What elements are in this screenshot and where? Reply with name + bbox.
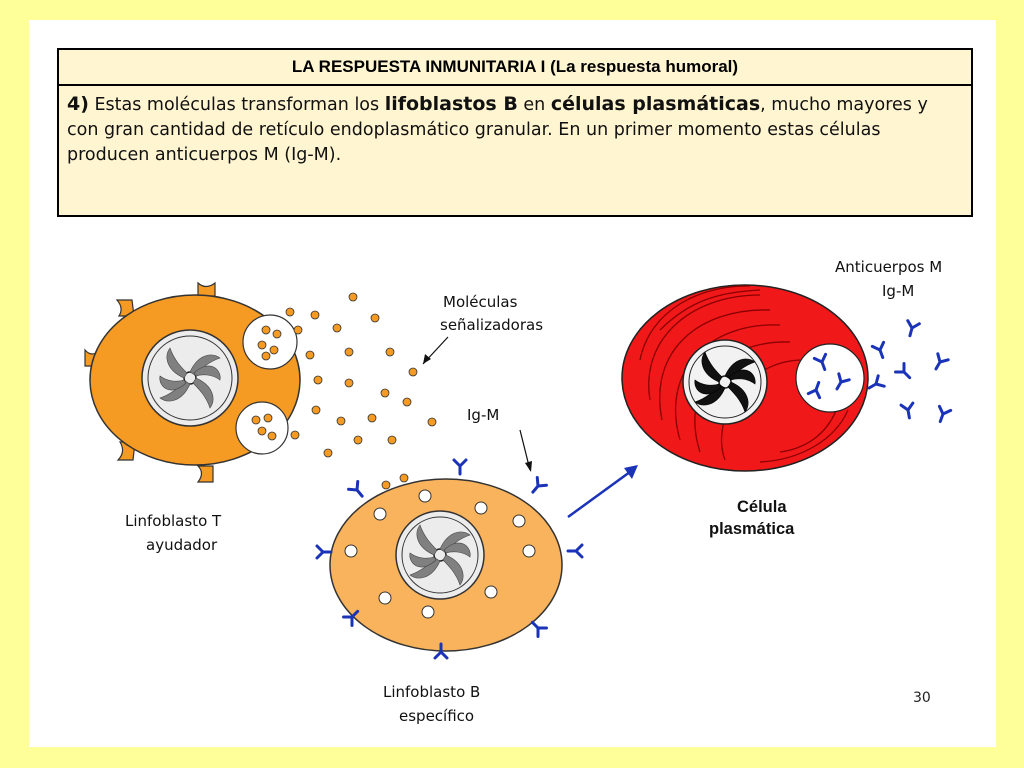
body-bold-term: lifoblastos B (384, 93, 518, 115)
slide-body-text: 4) Estas moléculas transforman los lifob… (59, 86, 971, 168)
secreted-antibody-icons (864, 319, 953, 426)
b-cell-label-2: específico (399, 707, 474, 725)
point-number: 4) (67, 93, 89, 115)
t-helper-lymphoblast (84, 281, 301, 483)
signal-molecules-label-1: Moléculas (443, 293, 518, 311)
plasma-cell-label-1: Célula (737, 498, 787, 516)
body-bold-term: células plasmáticas (550, 93, 761, 115)
t-cell-label-2: ayudador (146, 536, 218, 554)
header-box: LA RESPUESTA INMUNITARIA I (La respuesta… (57, 48, 973, 217)
plasma-cell (621, 284, 869, 472)
signal-molecules (285, 292, 437, 490)
body-text-part: Estas moléculas transforman los (88, 95, 385, 115)
slide-number: 30 (913, 690, 931, 706)
signal-pointer-head (423, 354, 431, 364)
b-specific-lymphoblast (315, 458, 584, 660)
body-text-part: , mucho mayores y con gran cantidad de r… (67, 95, 928, 165)
signal-molecules-label-2: señalizadoras (440, 316, 543, 334)
igm-pointer-head (525, 461, 532, 472)
slide-title: LA RESPUESTA INMUNITARIA I (La respuesta… (59, 50, 971, 86)
body-text-part: en (517, 95, 551, 115)
antibodies-label-1: Anticuerpos M (835, 258, 942, 276)
t-cell-label-1: Linfoblasto T (125, 512, 222, 530)
plasma-cell-label-2: plasmática (709, 520, 795, 538)
b-cell-label-1: Linfoblasto B (383, 683, 480, 701)
antibodies-label-2: Ig-M (882, 282, 914, 300)
transformation-arrow (567, 465, 638, 519)
igm-receptor-label: Ig-M (467, 406, 499, 424)
endoplasmic-reticulum (639, 285, 849, 463)
